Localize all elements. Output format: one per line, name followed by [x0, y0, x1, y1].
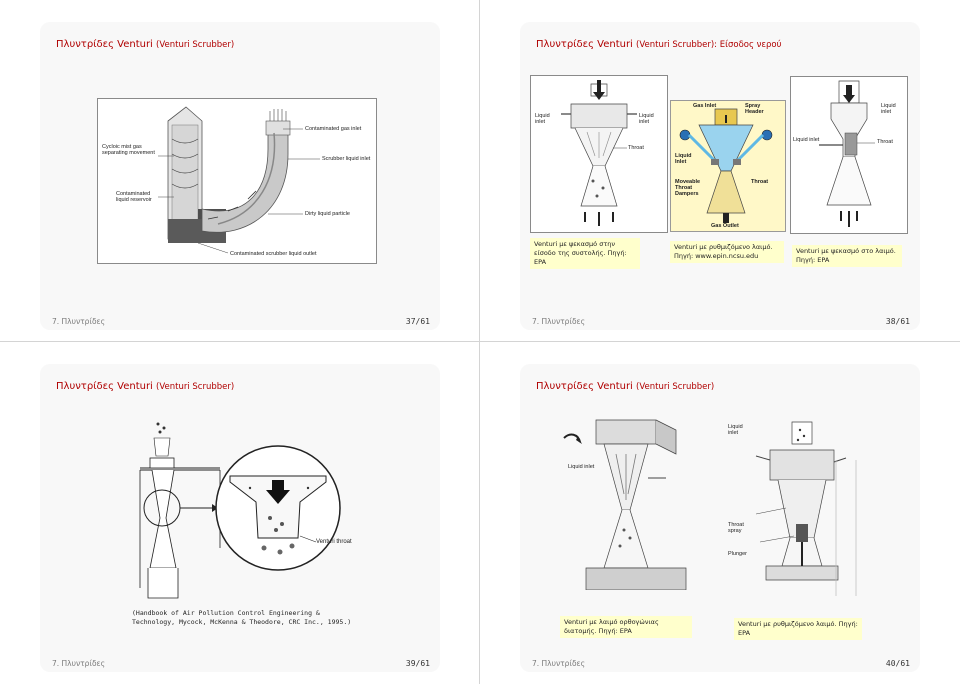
venturi-throat-spray-figure: Liquid inlet Liquid inlet Throat	[790, 76, 908, 234]
title-main: Πλυντρίδες Venturi	[56, 381, 153, 392]
title-sub: (Venturi Scrubber)	[636, 382, 715, 392]
label-liquid-inlet-right: Liquid inlet	[639, 113, 654, 125]
page-number: 38/61	[885, 317, 910, 326]
venturi-plunger-throat-figure: Liquid inlet Throat spray Plunger	[726, 420, 876, 596]
scrubber-diagram: Contaminated gas inlet Cycloic mist gas …	[97, 98, 377, 264]
venturi-inlet-spray-figure: Liquid inlet Liquid inlet Throat	[530, 75, 668, 233]
slide-40: Πλυντρίδες Venturi (Venturi Scrubber) Li…	[520, 364, 920, 672]
caption-1: Venturi με ψεκασμό στην είσοδο της συστο…	[530, 238, 640, 269]
venturi-adjustable-throat-figure: Gas Inlet Spray Header Liquid Inlet Move…	[670, 100, 786, 232]
title-main: Πλυντρίδες Venturi	[56, 39, 153, 50]
label-gas-outlet: Gas Outlet	[711, 223, 739, 229]
label-liquid-inlet: Liquid inlet	[568, 464, 595, 470]
footer-section: 7. Πλυντρίδες	[532, 659, 586, 668]
footer-section: 7. Πλυντρίδες	[532, 317, 586, 326]
caption-3: Venturi με ψεκασμό στο λαιμό. Πηγή: EPA	[792, 245, 902, 267]
vertical-divider	[479, 0, 480, 684]
horizontal-divider	[0, 341, 960, 342]
label-liquid-inlet: Liquid Inlet	[675, 153, 692, 165]
title-sub: (Venturi Scrubber)	[156, 382, 235, 392]
page-number: 40/61	[885, 659, 910, 668]
slide-title: Πλυντρίδες Venturi (Venturi Scrubber): Ε…	[536, 39, 782, 50]
label-plunger: Plunger	[728, 551, 747, 557]
label-venturi-throat: Venturi throat	[316, 539, 352, 545]
slide-37: Πλυντρίδες Venturi (Venturi Scrubber) Co…	[40, 22, 440, 330]
label-gas-inlet: Gas Inlet	[693, 103, 717, 109]
venturi-throat-diagram: Venturi throat	[130, 418, 380, 608]
slide-39: Πλυντρίδες Venturi (Venturi Scrubber) Ve…	[40, 364, 440, 672]
caption-2: Venturi με ρυθμιζόμενο λαιμό. Πηγή: EPA	[734, 618, 862, 640]
page-number: 39/61	[405, 659, 430, 668]
slide-title: Πλυντρίδες Venturi (Venturi Scrubber)	[56, 39, 234, 50]
label-contaminated-liquid-reservoir: Contaminated liquid reservoir	[116, 191, 152, 203]
reference-text: (Handbook of Air Pollution Control Engin…	[132, 609, 352, 626]
slide-title: Πλυντρίδες Venturi (Venturi Scrubber)	[536, 381, 714, 392]
label-liquid-inlet-top: Liquid inlet	[728, 424, 743, 436]
label-throat-spray: Throat spray	[728, 522, 744, 534]
slide-title: Πλυντρίδες Venturi (Venturi Scrubber)	[56, 381, 234, 392]
label-throat-3: Throat	[877, 139, 893, 145]
label-liquid-inlet-top: Liquid inlet	[881, 103, 896, 115]
footer-section: 7. Πλυντρίδες	[52, 317, 106, 326]
label-liquid-inlet-left: Liquid inlet	[535, 113, 550, 125]
label-spray-header: Spray Header	[745, 103, 764, 115]
venturi-rectangular-throat-figure: Liquid inlet	[556, 414, 696, 590]
caption-2: Venturi με ρυθμιζόμενο λαιμό. Πηγή: www.…	[670, 241, 784, 263]
page-number: 37/61	[405, 317, 430, 326]
label-scrubber-liquid-inlet: Scrubber liquid inlet	[322, 156, 371, 162]
label-liquid-inlet-side: Liquid inlet	[793, 137, 820, 143]
label-contaminated-gas-inlet: Contaminated gas inlet	[305, 126, 362, 132]
label-moveable-dampers: Moveable Throat Dampers	[675, 179, 701, 197]
scrubber-illustration	[158, 106, 320, 254]
slide-38: Πλυντρίδες Venturi (Venturi Scrubber): Ε…	[520, 22, 920, 330]
title-sub: (Venturi Scrubber): Είσοδος νερού	[636, 40, 782, 50]
title-main: Πλυντρίδες Venturi	[536, 39, 633, 50]
title-sub: (Venturi Scrubber)	[156, 40, 235, 50]
caption-1: Venturi με λαιμό ορθογώνιας διατομής. Πη…	[560, 616, 692, 638]
label-throat: Throat	[628, 145, 644, 151]
label-throat-2: Throat	[751, 179, 769, 185]
footer-section: 7. Πλυντρίδες	[52, 659, 106, 668]
label-scrubber-liquid-outlet: Contaminated scrubber liquid outlet	[230, 251, 317, 257]
title-main: Πλυντρίδες Venturi	[536, 381, 633, 392]
label-dirty-liquid-particle: Dirty liquid particle	[305, 211, 350, 217]
label-cyclonic-mist: Cycloic mist gas separating movement	[102, 144, 155, 156]
